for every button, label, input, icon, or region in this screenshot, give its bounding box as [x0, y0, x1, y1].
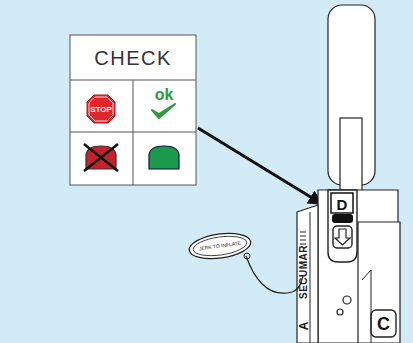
stop-text: STOP — [90, 106, 112, 114]
inflator-side — [297, 205, 318, 343]
cord-ring — [244, 253, 250, 259]
stop-sign — [87, 95, 115, 123]
drawing-part — [300, 240, 306, 241]
pull-tab-inner — [192, 233, 248, 258]
callout-letter: D — [337, 196, 348, 211]
cross-stroke — [84, 144, 118, 171]
inflator-window — [328, 190, 357, 262]
table-rule — [133, 80, 134, 185]
drawing-part — [300, 236, 306, 237]
pull-cord — [246, 256, 303, 293]
arrow-box — [333, 226, 352, 248]
d-box — [331, 193, 353, 213]
pull-tab — [188, 230, 253, 262]
brand-name: SECUMAR — [299, 245, 309, 299]
down-arrow — [335, 229, 350, 245]
stop-sign-rim — [89, 97, 113, 121]
drawing-part — [300, 244, 306, 245]
indicator-window — [332, 214, 353, 223]
drawing-part — [300, 232, 306, 233]
check-table — [70, 35, 196, 185]
cross-stroke — [84, 144, 118, 171]
pointer-arrow — [198, 128, 322, 204]
rivet — [343, 296, 351, 304]
inflator-right-plate — [358, 222, 400, 343]
cartridge-neck — [340, 118, 362, 198]
check-mark — [152, 104, 175, 118]
callout-letter: A — [298, 322, 310, 331]
table-frame — [70, 35, 196, 185]
c-box-notch — [362, 270, 371, 343]
callout-letter: C — [377, 315, 390, 333]
c-box — [371, 310, 396, 337]
table-heading: CHECK — [94, 48, 172, 68]
green-button — [149, 146, 179, 169]
rivet — [337, 309, 343, 315]
ok-text: ok — [155, 87, 174, 103]
grip-ridges — [300, 232, 306, 244]
